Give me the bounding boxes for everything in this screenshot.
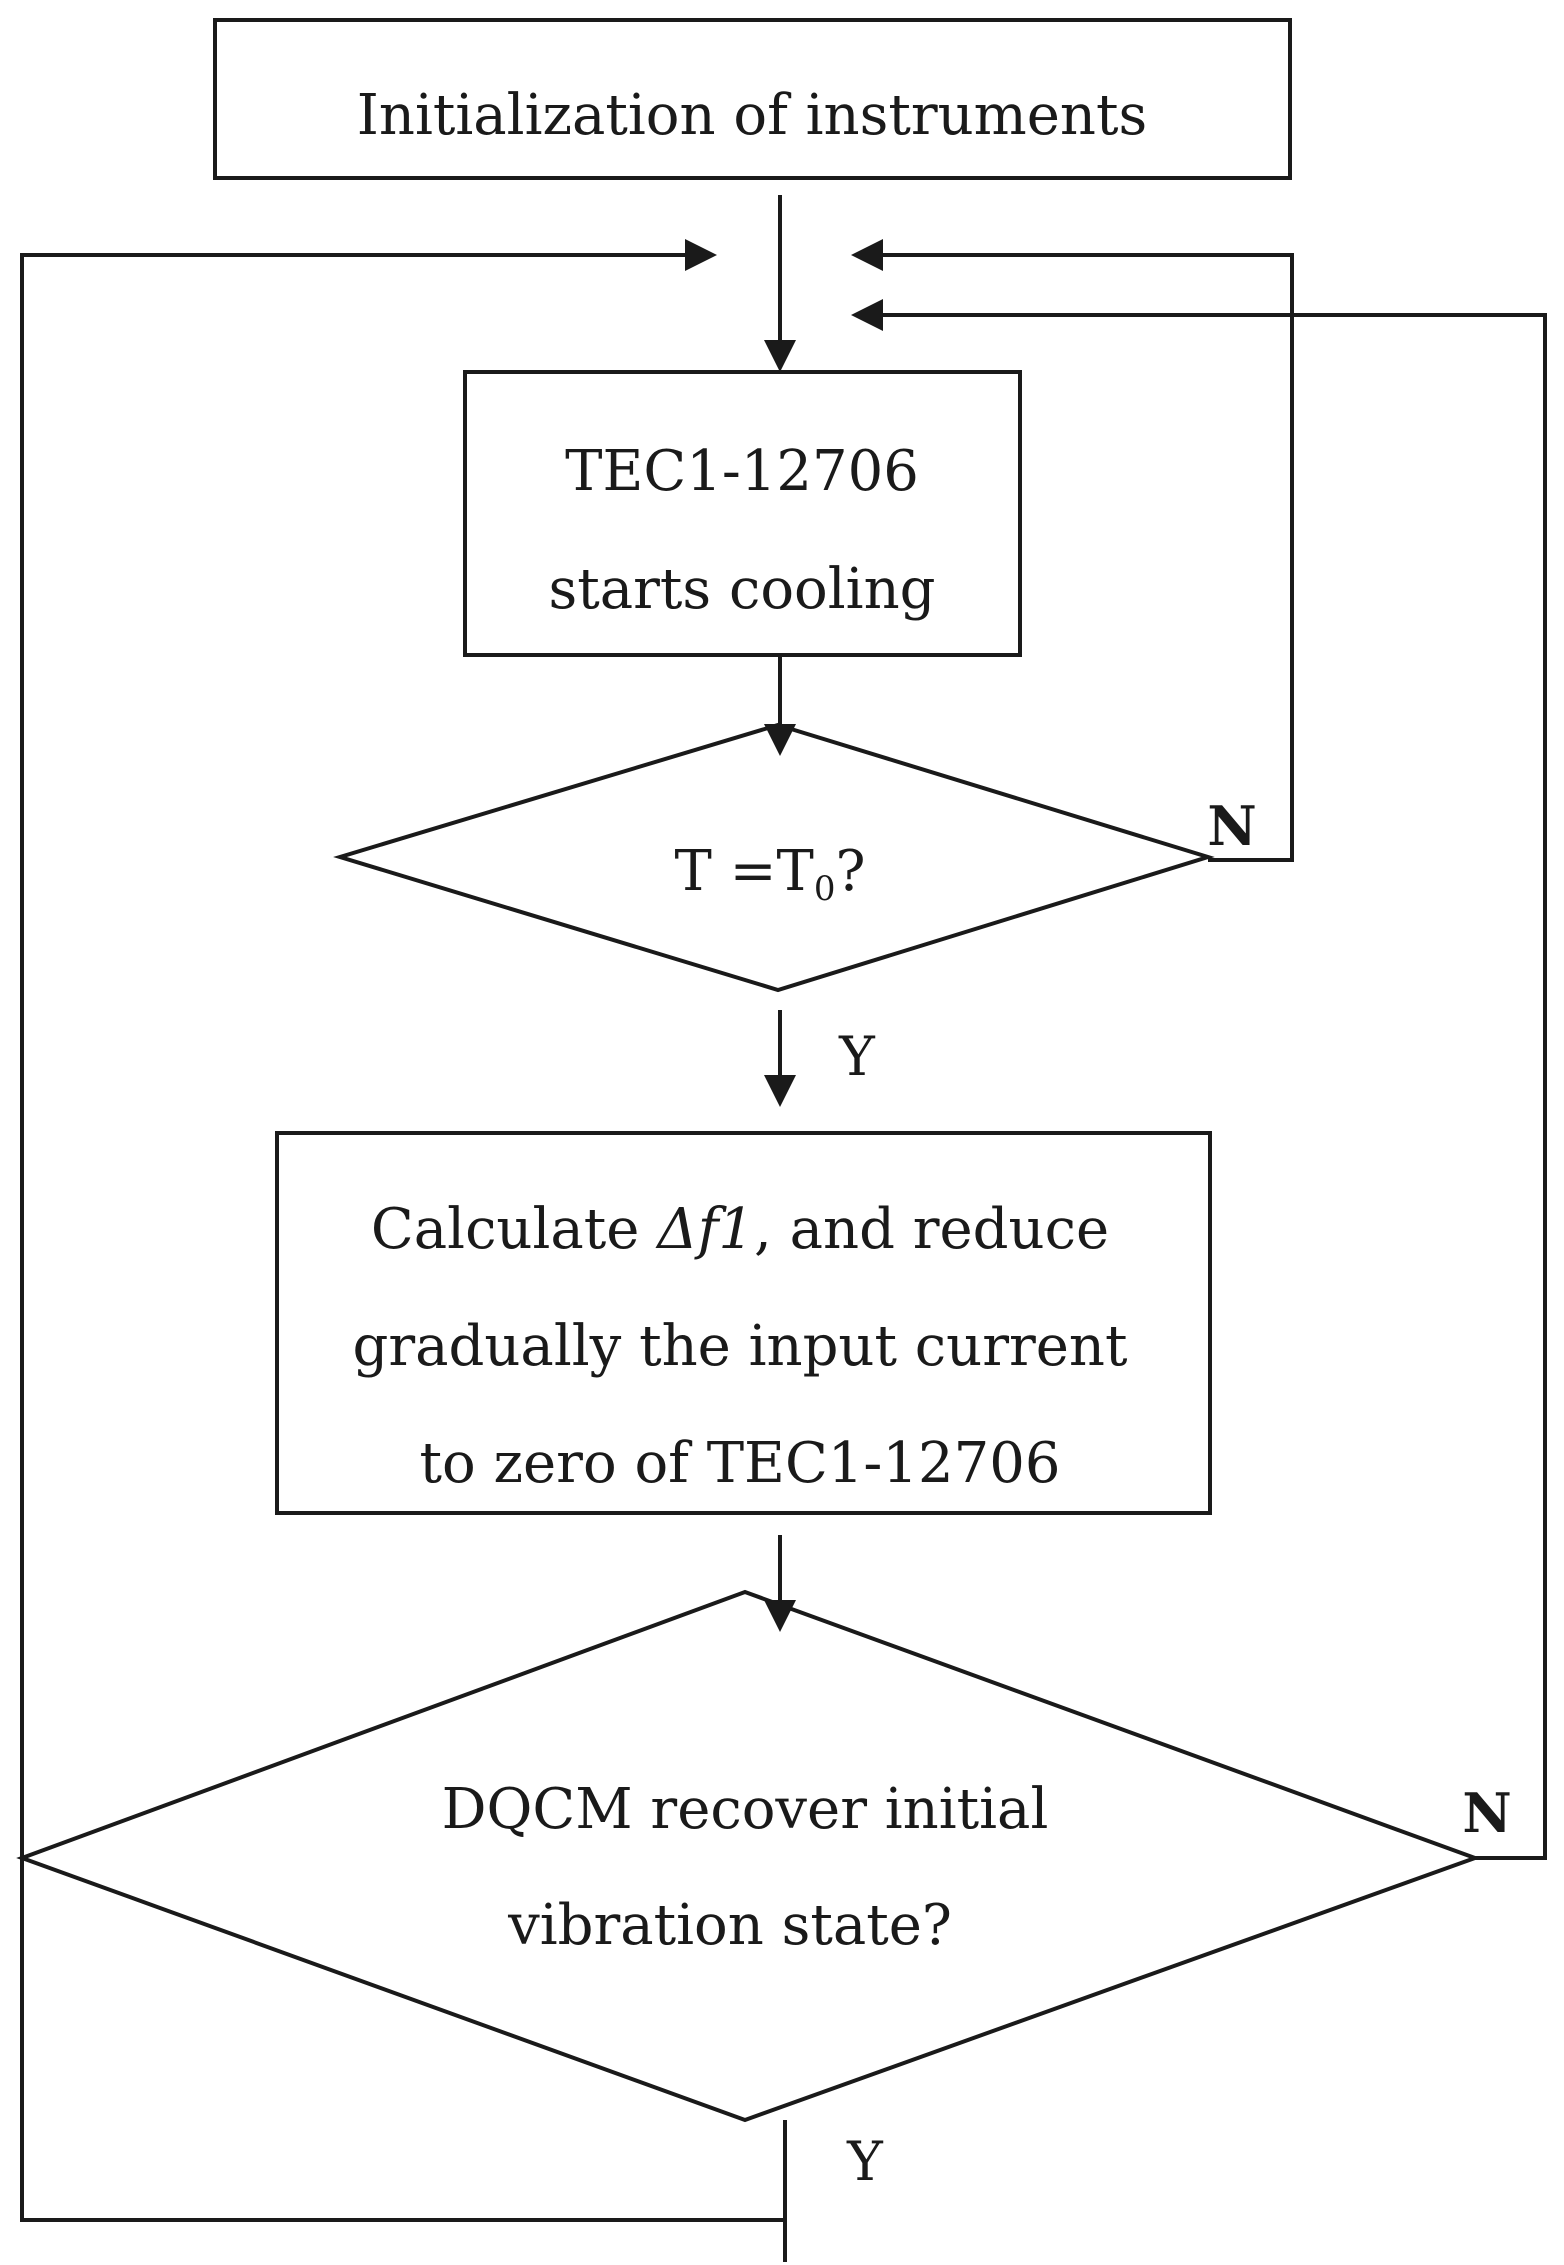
calculate-label-line3: to zero of TEC1-12706 [420, 1431, 1061, 1496]
temp-check-node: T =T0? [333, 722, 1215, 993]
temp-check-label: T =T0? [674, 839, 865, 909]
init-box [213, 18, 1292, 180]
calculate-box [275, 1131, 1212, 1515]
calculate-node: Calculate Δf1, and reduce gradually the … [275, 1131, 1212, 1515]
init-node: Initialization of instruments [213, 18, 1292, 180]
arrow-temp-no-loop [851, 239, 1294, 862]
dqcm-yes-label: Y [846, 2130, 884, 2193]
cooling-label-line2: starts cooling [549, 557, 936, 622]
dqcm-check-label-line1: DQCM recover initial [442, 1777, 1049, 1842]
temp-check-diamond [333, 722, 1215, 993]
arrow-dqcm-no-loop [851, 299, 1547, 1860]
calculate-text-post: , and reduce [754, 1197, 1109, 1262]
temp-yes-label: Y [838, 1025, 876, 1088]
cooling-node: TEC1-12706 starts cooling [463, 370, 1022, 657]
temp-check-subscript: 0 [814, 869, 836, 909]
calculate-label-line1: Calculate Δf1, and reduce [371, 1197, 1109, 1262]
temp-check-suffix: ? [836, 839, 866, 904]
dqcm-check-diamond [16, 1589, 1481, 2123]
temp-check-prefix: T =T [674, 839, 813, 904]
dqcm-no-label: N [1462, 1781, 1511, 1845]
calculate-text-pre: Calculate [371, 1197, 657, 1262]
dqcm-check-node: DQCM recover initial vibration state? [16, 1589, 1481, 2123]
dqcm-check-label-line2: vibration state? [507, 1893, 952, 1958]
init-label: Initialization of instruments [357, 83, 1147, 148]
cooling-label-line1: TEC1-12706 [565, 439, 919, 504]
delta-f1-symbol: Δf1 [655, 1197, 754, 1262]
cooling-box [463, 370, 1022, 657]
temp-no-label: N [1207, 794, 1256, 858]
calculate-label-line2: gradually the input current [353, 1314, 1128, 1379]
arrow-dqcm-yes-loop [20, 239, 787, 2222]
